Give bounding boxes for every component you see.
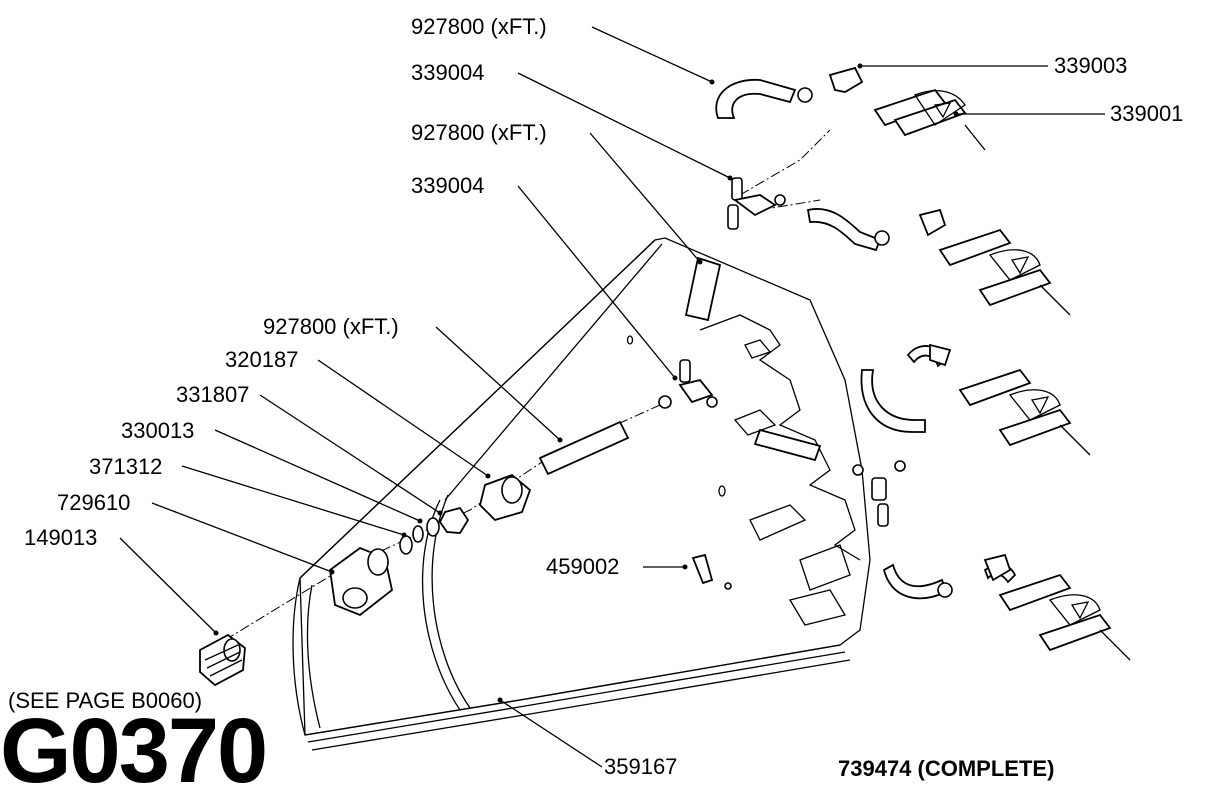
reference-note: (SEE PAGE B0060) [8, 688, 203, 713]
tee-fitting-lower [658, 359, 718, 409]
callout-459002: 459002 [546, 554, 620, 579]
callout-339004-top: 339004 [411, 60, 485, 85]
callout-729610: 729610 [57, 490, 131, 515]
callout-331807: 331807 [176, 382, 250, 407]
inlet-stack [199, 473, 532, 687]
callout-927800-low: 927800 (xFT.) [263, 314, 399, 339]
callout-339004-mid: 339004 [411, 173, 485, 198]
bolt-459002 [691, 553, 732, 590]
callout-359167: 359167 [604, 754, 678, 779]
nozzle-brackets [873, 88, 1131, 661]
callout-339001: 339001 [1110, 101, 1184, 126]
callout-371312: 371312 [89, 454, 163, 479]
assembly-label: 739474 (COMPLETE) [838, 756, 1055, 781]
tee-fitting-upper [727, 177, 786, 230]
callout-927800-top: 927800 (xFT.) [411, 14, 547, 39]
leader-lines [119, 26, 1105, 768]
callout-330013: 330013 [121, 418, 195, 443]
callout-927800-mid: 927800 (xFT.) [411, 120, 547, 145]
hood-body [292, 237, 871, 751]
callout-339003: 339003 [1054, 53, 1128, 78]
callout-320187: 320187 [225, 347, 299, 372]
parts-diagram [119, 26, 1131, 768]
tee-fitting-right [852, 460, 906, 527]
callout-149013: 149013 [24, 525, 98, 550]
page-code: G0370 [0, 700, 268, 802]
elbow-fittings [797, 66, 1012, 598]
